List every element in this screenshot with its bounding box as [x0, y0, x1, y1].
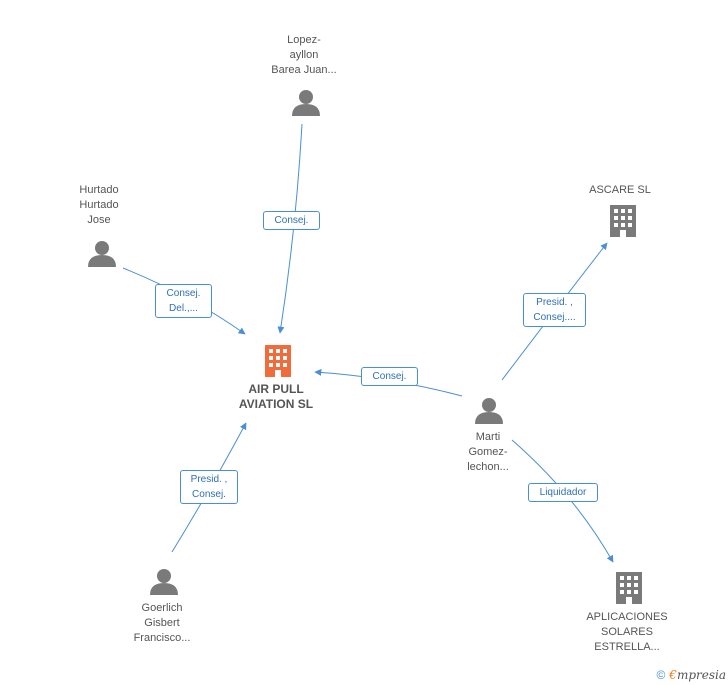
node-label-goerlich[interactable]: Goerlich Gisbert Francisco... [97, 601, 227, 646]
edge-goerlich-center-line-2: Consej. [192, 489, 226, 500]
person-icon-lopez[interactable] [292, 90, 320, 116]
node-label-aplicaciones[interactable]: APLICACIONES SOLARES ESTRELLA... [562, 610, 692, 655]
center-label-line-2: AVIATION SL [238, 397, 314, 411]
edge-label-lopez-center[interactable]: Consej. [263, 211, 320, 230]
node-label-hurtado[interactable]: Hurtado Hurtado Jose [34, 183, 164, 228]
brand-logo-text: mpresia [676, 668, 726, 682]
edge-goerlich-center-line-1: Presid. , [190, 474, 228, 485]
copyright-icon: © [656, 668, 666, 682]
edge-label-marti-ascare[interactable]: Presid. , Consej.... [523, 293, 586, 327]
hurtado-label-line-2: Hurtado [79, 199, 119, 211]
footer-brand[interactable]: © €mpresia [656, 668, 726, 682]
edge-marti-ascare-line-2: Consej.... [533, 312, 576, 323]
aplicaciones-label-line-2: SOLARES [601, 626, 653, 638]
marti-label-line-2: Gomez- [468, 446, 508, 458]
lopez-label-line-2: ayllon [289, 49, 319, 61]
edge-marti-center-line-1: Consej. [372, 371, 407, 382]
node-label-lopez[interactable]: Lopez- ayllon Barea Juan... [239, 33, 369, 78]
node-label-ascare[interactable]: ASCARE SL [555, 183, 685, 198]
brand-logo-e: € [669, 668, 677, 682]
marti-label-line-3: lechon... [467, 461, 509, 473]
center-label-line-1: AIR PULL [248, 382, 304, 396]
edge-lopez-center-line-1: Consej. [274, 215, 309, 226]
hurtado-label-line-1: Hurtado [79, 184, 119, 196]
building-icon-ascare[interactable] [610, 205, 636, 237]
lopez-label-line-1: Lopez- [287, 34, 321, 46]
node-label-marti[interactable]: Marti Gomez- lechon... [423, 430, 553, 475]
edge-hurtado-center-line-2: Del.,... [169, 303, 198, 314]
ascare-label-line-1: ASCARE SL [589, 184, 651, 196]
building-icon-center[interactable] [265, 345, 291, 377]
aplicaciones-label-line-1: APLICACIONES [586, 611, 668, 623]
aplicaciones-label-line-3: ESTRELLA... [594, 641, 660, 653]
marti-label-line-1: Marti [475, 431, 501, 443]
building-icon-aplicaciones[interactable] [616, 572, 642, 604]
goerlich-label-line-1: Goerlich [141, 602, 183, 614]
goerlich-label-line-2: Gisbert [144, 617, 180, 629]
goerlich-label-line-3: Francisco... [133, 632, 191, 644]
edge-label-marti-center[interactable]: Consej. [361, 367, 418, 386]
person-icon-marti[interactable] [475, 398, 503, 424]
edge-hurtado-center-line-1: Consej. [166, 288, 201, 299]
person-icon-hurtado[interactable] [88, 241, 116, 267]
node-label-center[interactable]: AIR PULL AVIATION SL [211, 382, 341, 412]
hurtado-label-line-3: Jose [87, 214, 111, 226]
person-icon-goerlich[interactable] [150, 569, 178, 595]
edge-marti-aplicaciones-line-1: Liquidador [539, 487, 587, 498]
lopez-label-line-3: Barea Juan... [271, 64, 337, 76]
edge-label-goerlich-center[interactable]: Presid. , Consej. [180, 470, 238, 504]
brand-logo: €mpresia [669, 668, 726, 682]
edge-label-marti-aplicaciones[interactable]: Liquidador [528, 483, 598, 502]
edge-label-hurtado-center[interactable]: Consej. Del.,... [155, 284, 212, 318]
edge-marti-ascare-line-1: Presid. , [536, 297, 573, 308]
